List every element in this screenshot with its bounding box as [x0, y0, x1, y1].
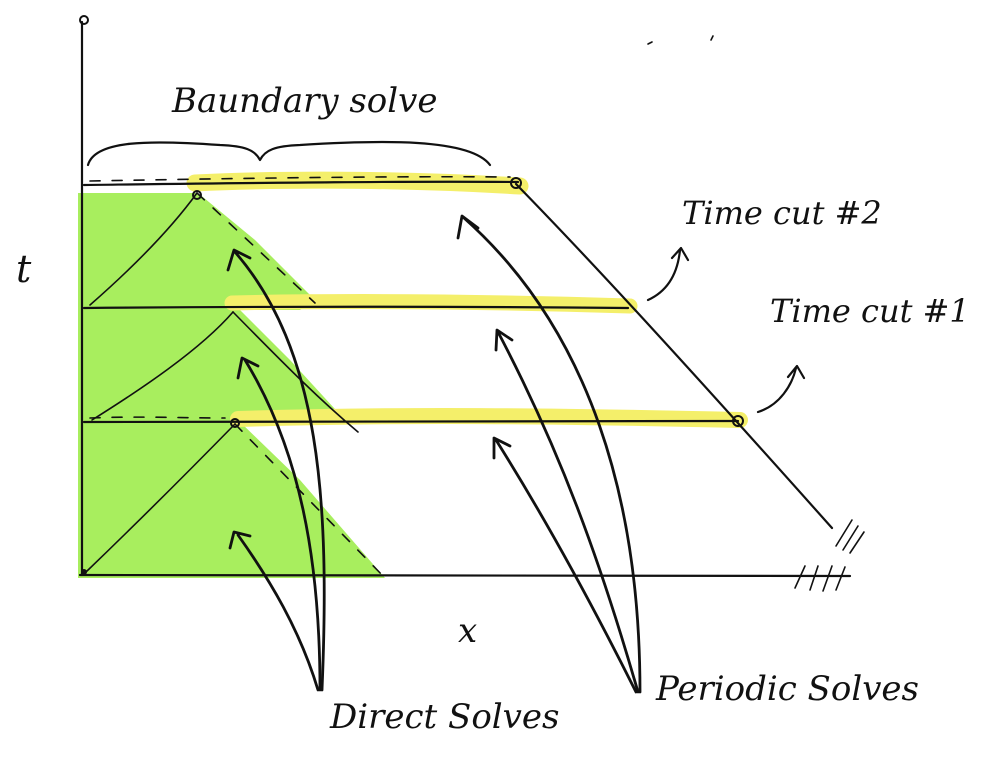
label-time-cut-1: Time cut #1: [770, 292, 970, 330]
node-corner-top: [510, 177, 522, 189]
arrow-direct-mid: [236, 356, 322, 692]
green-fill-bottom: [78, 420, 385, 578]
arrow-direct-top: [226, 248, 326, 692]
cone-bottom-left: [85, 423, 236, 573]
arrow-periodic-top: [456, 214, 642, 694]
hatch-slant: [835, 519, 865, 554]
x-axis: [78, 573, 852, 578]
label-direct-solves: Direct Solves: [329, 697, 559, 737]
node-bottom: [230, 418, 240, 428]
label-t-axis: t: [16, 247, 32, 291]
cut-lines: [82, 175, 740, 424]
light-cones: [85, 190, 386, 579]
cut-line-2: [82, 305, 630, 310]
arrow-periodic-mid: [494, 328, 640, 694]
highlight-top: [186, 171, 529, 195]
hatch-axis: [794, 565, 846, 592]
boundary-dashes: [89, 175, 511, 182]
cut-line-1: [82, 419, 740, 424]
arrow-periodic-bottom: [492, 436, 638, 694]
stray-marks: [647, 35, 714, 45]
label-periodic-solves: Periodic Solves: [655, 669, 919, 709]
cone-top-left: [89, 192, 198, 306]
label-time-cut-2: Time cut #2: [682, 194, 882, 232]
cone-top-right-dash: [196, 192, 316, 304]
label-x-axis: x: [458, 611, 477, 651]
pointer-time-cut-2: [646, 246, 690, 302]
cone-mid-left: [91, 311, 234, 421]
t-axis-end: [79, 15, 89, 25]
periodic-solve-arrows: [456, 214, 642, 694]
time-cut-highlights: [186, 171, 748, 428]
node-top: [192, 190, 202, 200]
cut-line-1-dashes: [89, 416, 226, 419]
cone-bottom-right-dash: [234, 423, 386, 579]
boundary-brace: [86, 140, 492, 167]
green-fill-top: [78, 193, 315, 310]
highlight-time-cut-1: [230, 408, 748, 428]
origin-mark: [81, 569, 87, 575]
axes: [78, 15, 852, 578]
label-pointers: [646, 246, 806, 414]
label-boundary-solve: Baundary solve: [171, 81, 437, 121]
direct-solve-region: [78, 193, 385, 578]
pointer-time-cut-1: [756, 364, 806, 414]
arrow-direct-bottom: [228, 530, 320, 692]
highlight-time-cut-2: [224, 294, 638, 314]
direct-solve-arrows: [226, 248, 326, 692]
outer-boundary: [510, 177, 865, 592]
green-fill-middle: [78, 305, 345, 425]
boundary-line: [82, 180, 520, 187]
node-cut-1: [732, 415, 744, 427]
slanted-edge: [514, 182, 834, 530]
